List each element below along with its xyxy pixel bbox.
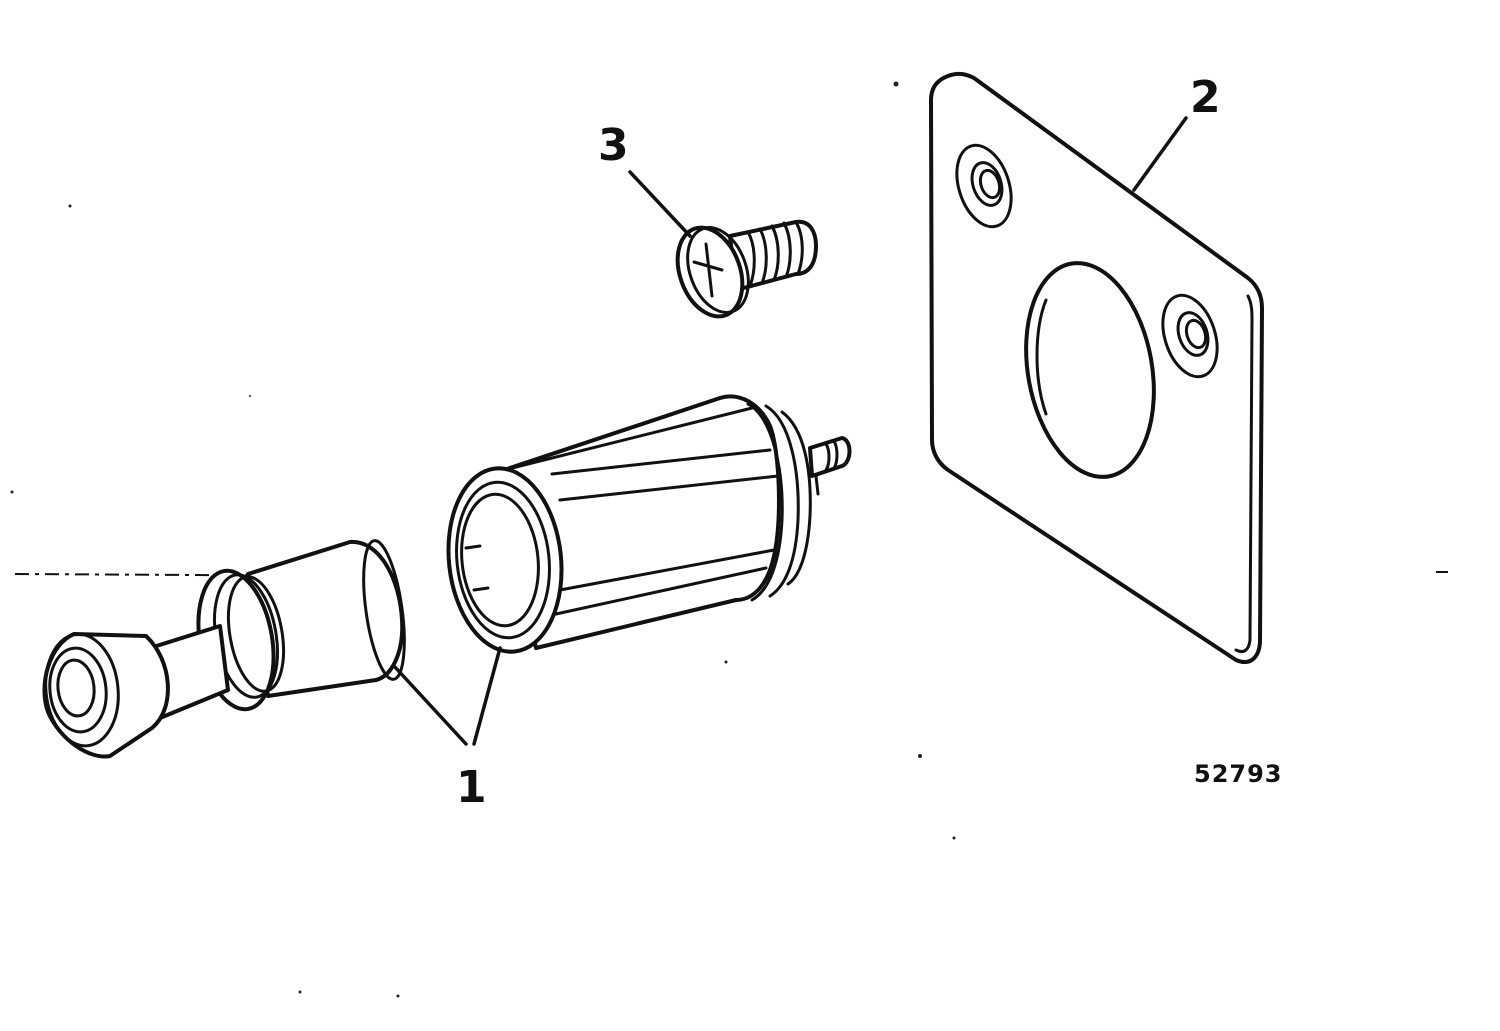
leader-part-1-plug: [392, 664, 468, 746]
scan-specks: [10, 81, 956, 998]
leader-part-2: [1132, 116, 1188, 192]
leader-lines: [392, 116, 1188, 746]
lighter-plug: [42, 539, 406, 759]
callout-part-2: 2: [1190, 72, 1221, 123]
plate-screw-hole-upper: [955, 143, 1013, 229]
leader-part-3: [628, 170, 692, 238]
leader-part-1-housing: [472, 646, 502, 746]
plate-screw-hole-lower: [1161, 293, 1219, 379]
callout-part-1: 1: [456, 762, 487, 813]
figure-number: 52793: [1194, 760, 1283, 788]
callout-part-3: 3: [598, 120, 629, 171]
screw: [675, 219, 818, 319]
plate-center-opening: [1024, 261, 1156, 479]
mounting-plate: [929, 71, 1264, 664]
socket-housing: [446, 394, 852, 654]
center-line: [14, 571, 1448, 577]
